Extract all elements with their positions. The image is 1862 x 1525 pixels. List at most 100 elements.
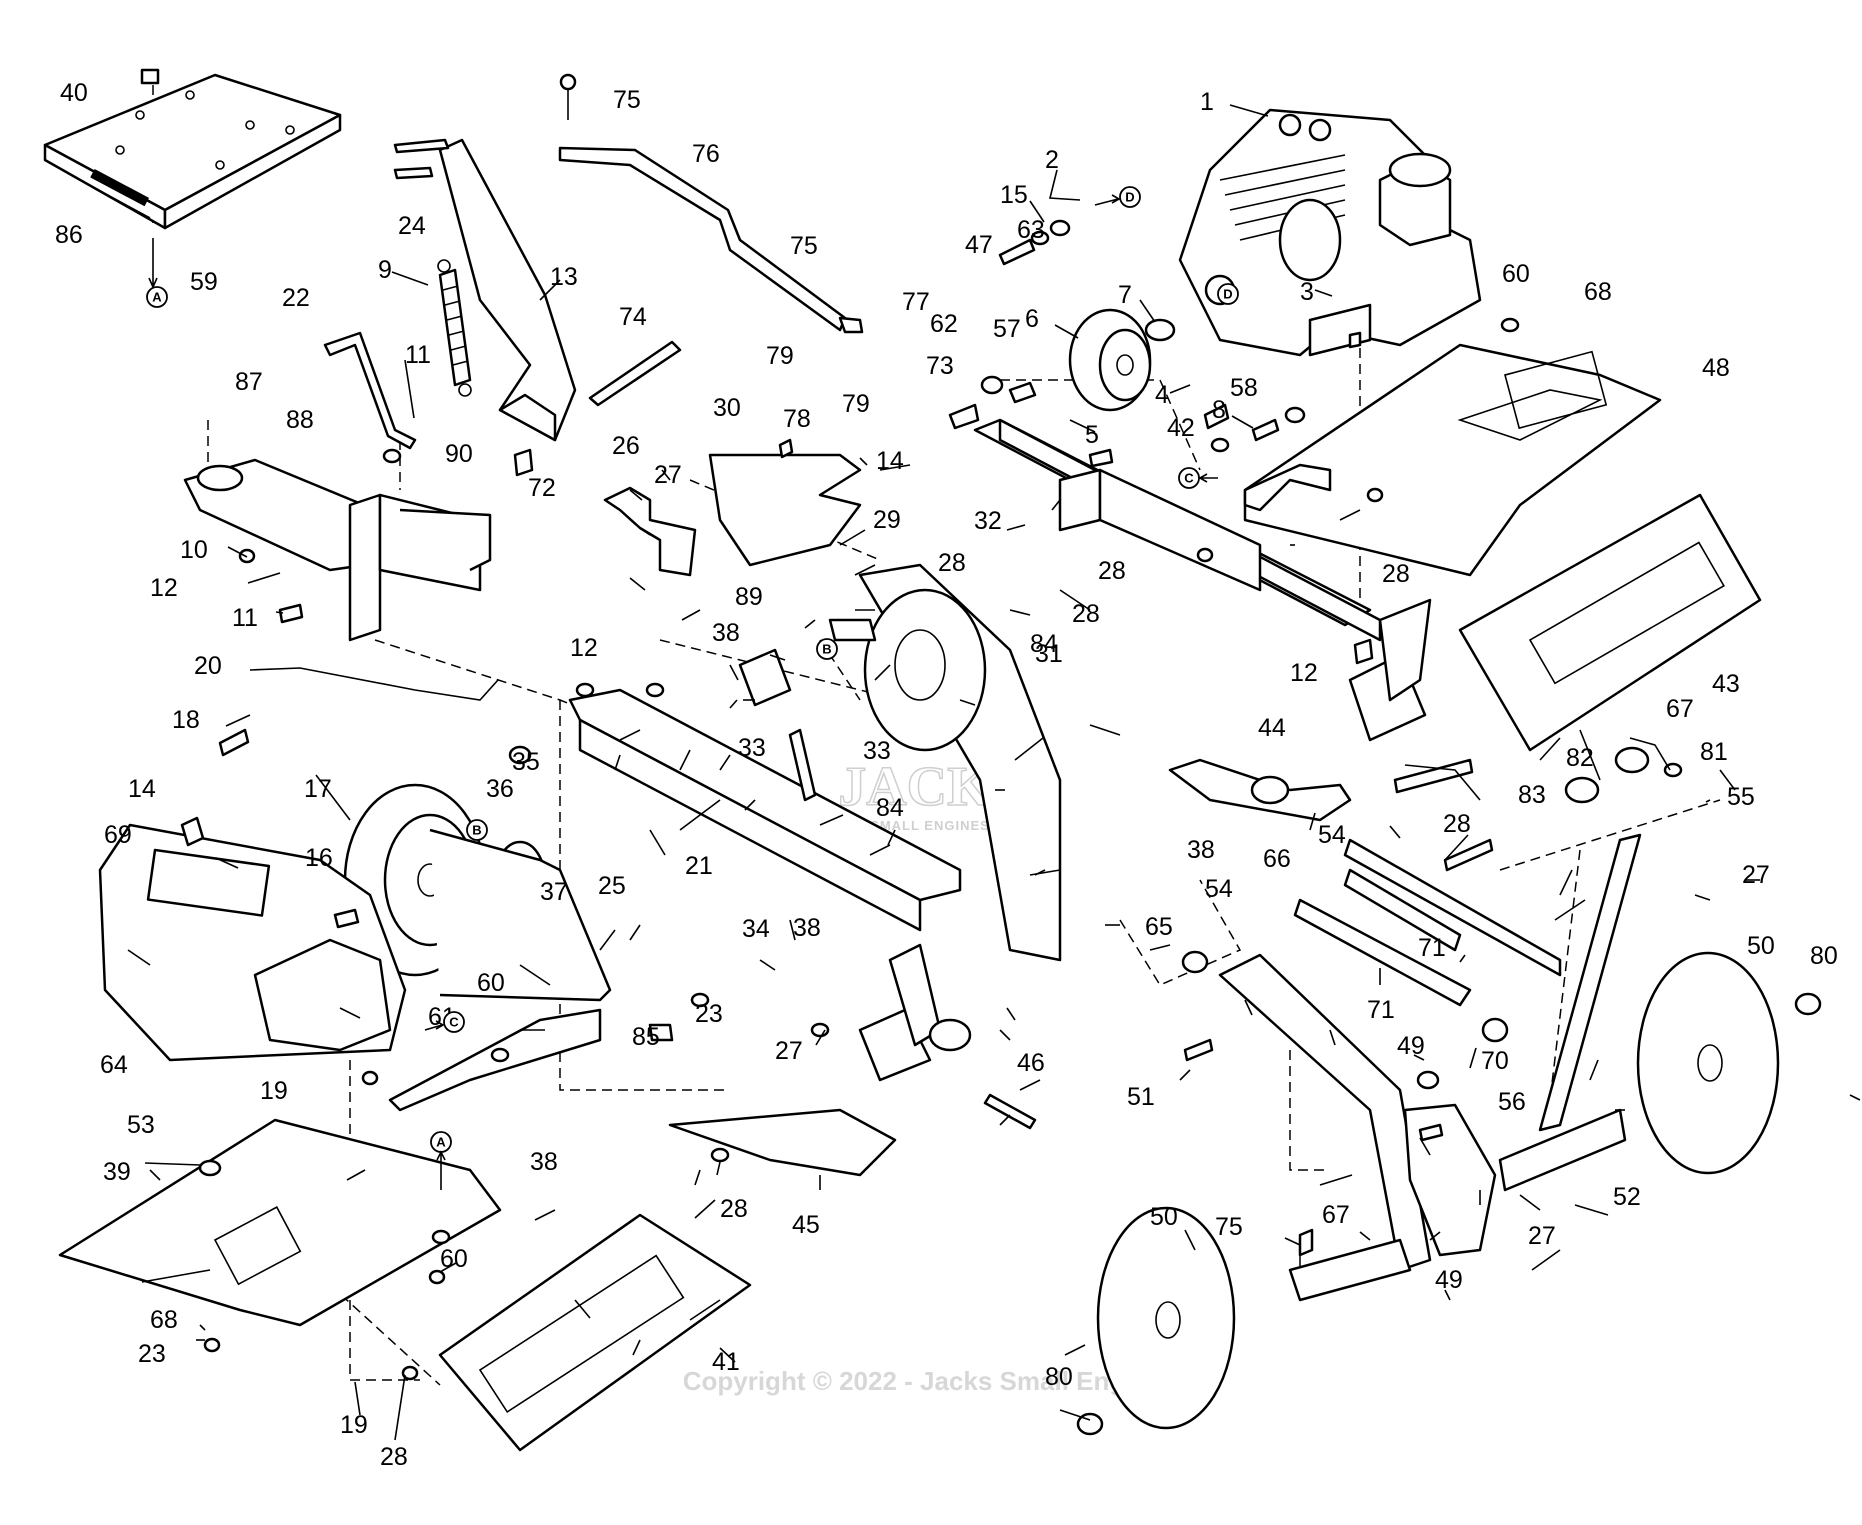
callout-28b: 28: [1072, 600, 1100, 628]
callout-1: 1: [1200, 88, 1214, 116]
callout-64: 64: [100, 1051, 128, 1079]
callout-68a: 68: [1584, 278, 1612, 306]
callout-68b: 68: [150, 1306, 178, 1334]
ref-marker-a-bottom: A: [430, 1131, 452, 1153]
washer-80-right-part: [1794, 992, 1822, 1016]
callout-6: 6: [1025, 305, 1039, 333]
tine-45-part: [668, 943, 972, 1177]
callout-17: 17: [304, 775, 332, 803]
callout-5: 5: [1085, 421, 1099, 449]
callout-71b: 71: [1367, 996, 1395, 1024]
callout-60c: 60: [440, 1245, 468, 1273]
callout-23b: 23: [138, 1340, 166, 1368]
callout-49a: 49: [1397, 1032, 1425, 1060]
callout-50a: 50: [1747, 932, 1775, 960]
callout-78: 78: [783, 405, 811, 433]
belt-cover-part: [98, 823, 407, 1062]
callout-69: 69: [104, 821, 132, 849]
depth-bar-part: [1218, 953, 1627, 1302]
callout-38d: 38: [530, 1148, 558, 1176]
ref-marker-c-cover: C: [443, 1011, 465, 1033]
callout-11b: 11: [232, 604, 258, 632]
callout-28d: 28: [1382, 560, 1410, 588]
callout-63: 63: [1017, 216, 1045, 244]
main-frame-part: [568, 688, 962, 932]
callout-23a: 23: [695, 1000, 723, 1028]
callout-19a: 19: [260, 1077, 288, 1105]
leader-lines: [127, 104, 1861, 1441]
control-rod-part: [558, 73, 864, 334]
callout-27d: 27: [1742, 861, 1770, 889]
callout-28e: 28: [1443, 810, 1471, 838]
callout-38c: 38: [1187, 836, 1215, 864]
spring-part: [437, 259, 472, 397]
callout-89: 89: [735, 583, 763, 611]
callout-44: 44: [1258, 714, 1286, 742]
callout-12b: 12: [570, 634, 598, 662]
callout-2: 2: [1045, 146, 1059, 174]
wheel-right-part: [1636, 951, 1780, 1175]
adjust-bar-54b-part: [1343, 868, 1462, 952]
callout-3: 3: [1300, 278, 1314, 306]
callout-67b: 67: [1322, 1201, 1350, 1229]
callout-65: 65: [1145, 913, 1173, 941]
callout-38b: 38: [793, 914, 821, 942]
adjust-bar-54-part: [1343, 838, 1562, 977]
callout-15: 15: [1000, 181, 1028, 209]
bracket-26-part: [603, 486, 697, 577]
callout-86: 86: [55, 221, 83, 249]
adjust-strap-part: [1538, 833, 1642, 1132]
callout-43: 43: [1712, 670, 1740, 698]
callout-67a: 67: [1666, 695, 1694, 723]
svg-text:D: D: [1125, 190, 1134, 205]
callout-22: 22: [282, 284, 310, 312]
callout-21: 21: [685, 852, 713, 880]
callout-14a: 14: [876, 447, 904, 475]
svg-text:C: C: [449, 1015, 459, 1030]
svg-text:B: B: [472, 823, 481, 838]
callout-38a: 38: [712, 619, 740, 647]
callout-10: 10: [180, 536, 208, 564]
callout-50b: 50: [1150, 1203, 1178, 1231]
callout-45: 45: [792, 1211, 820, 1239]
callout-80b: 80: [1045, 1363, 1073, 1391]
parts: [43, 68, 1822, 1452]
callout-29: 29: [873, 506, 901, 534]
callout-32: 32: [974, 507, 1002, 535]
callout-48: 48: [1702, 354, 1730, 382]
callout-labels: 1 2 3 4 5 6 7 8 9 10 11 11 12 12 12 13 1…: [55, 79, 1838, 1471]
callout-28g: 28: [380, 1443, 408, 1471]
front-shield-part: [438, 1213, 752, 1452]
svg-text:D: D: [1223, 287, 1232, 302]
callout-82: 82: [1566, 744, 1594, 772]
callout-77: 77: [902, 288, 930, 316]
washer-80-left-part: [1076, 1412, 1104, 1436]
callout-72: 72: [528, 474, 556, 502]
svg-text:A: A: [152, 290, 162, 305]
callout-42: 42: [1167, 414, 1195, 442]
ref-marker-c-frame: C: [1178, 467, 1200, 489]
callout-60b: 60: [477, 969, 505, 997]
callout-28a: 28: [938, 549, 966, 577]
callout-8: 8: [1212, 396, 1226, 424]
callout-54b: 54: [1205, 875, 1233, 903]
adjust-bar-66-part: [1293, 898, 1472, 1007]
callout-75c: 75: [1215, 1213, 1243, 1241]
belt-guard-plate-part: [708, 453, 862, 567]
callout-85: 85: [632, 1023, 660, 1051]
callout-87: 87: [235, 368, 263, 396]
callout-71a: 71: [1418, 934, 1446, 962]
ref-marker-d-top: D: [1119, 186, 1141, 208]
callout-30: 30: [713, 394, 741, 422]
spring-33-part: [788, 728, 817, 802]
callout-51: 51: [1127, 1083, 1155, 1111]
engine-cover-part: [1243, 343, 1662, 577]
callout-27a: 27: [654, 461, 682, 489]
ref-marker-b-pulley: B: [466, 819, 488, 841]
callout-40: 40: [60, 79, 88, 107]
callout-76: 76: [692, 140, 720, 168]
callout-25: 25: [598, 872, 626, 900]
callout-80a: 80: [1810, 942, 1838, 970]
callout-28c: 28: [1098, 557, 1126, 585]
